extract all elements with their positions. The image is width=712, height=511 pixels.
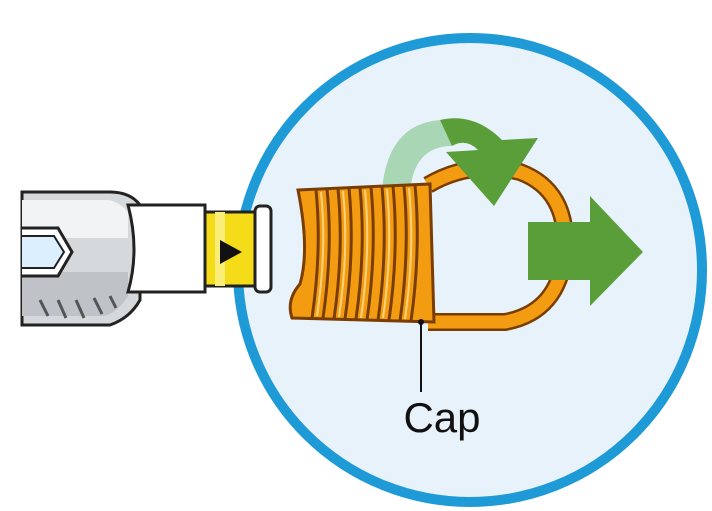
curved-rotate-arrow-icon — [440, 118, 538, 206]
pen-nose — [126, 203, 207, 294]
right-arrow-icon — [528, 196, 643, 306]
pen-body — [20, 190, 142, 327]
needle-hub — [203, 204, 273, 294]
curved-rotate-arrow-back — [382, 120, 452, 192]
cap-label: Cap — [403, 394, 480, 441]
cap-leader-dot — [418, 319, 424, 325]
triangle-right-icon — [220, 240, 242, 264]
